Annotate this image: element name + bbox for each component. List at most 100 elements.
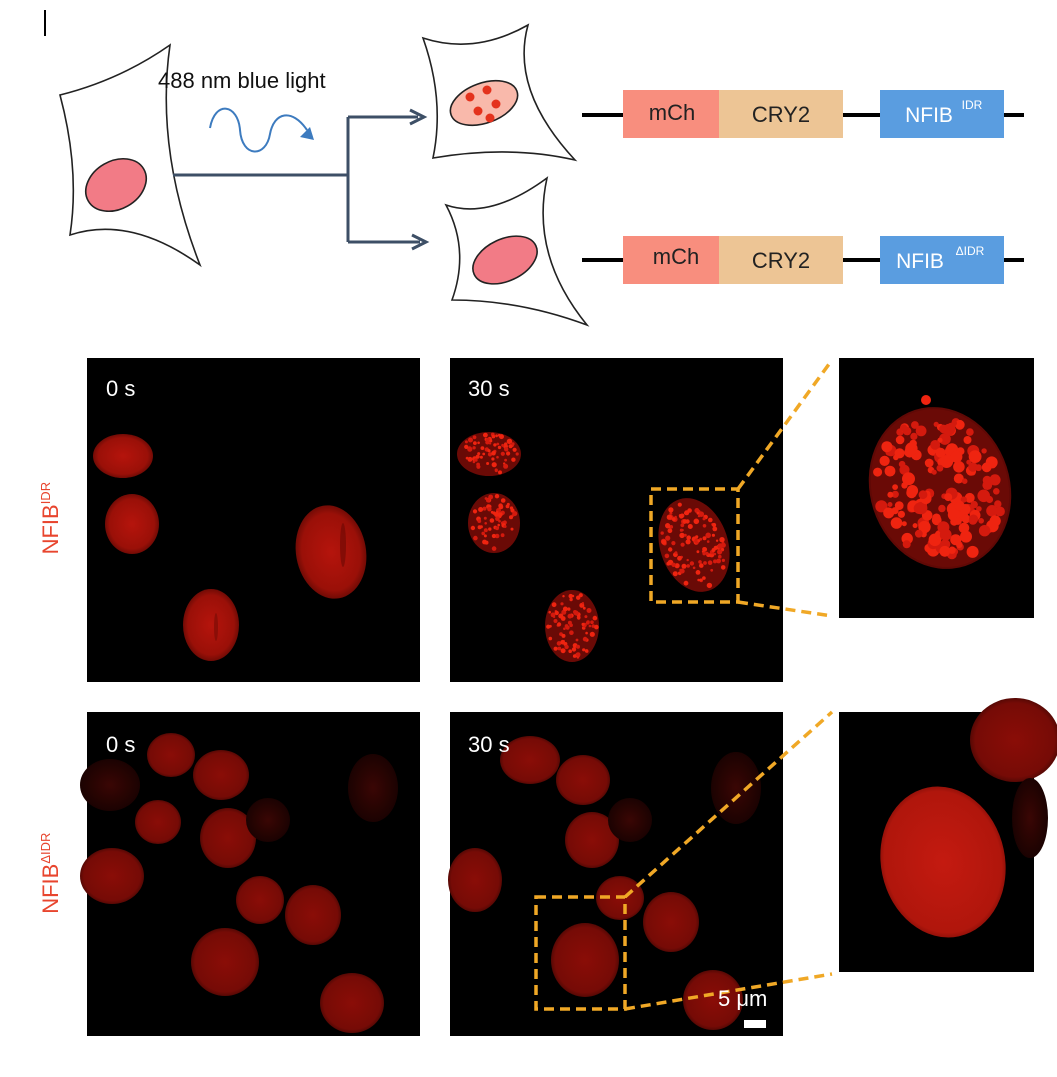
condensate-punctum	[914, 529, 923, 538]
condensate-punctum	[548, 636, 553, 641]
condensate-punctum	[500, 533, 505, 538]
condensate-punctum	[953, 461, 965, 473]
condensate-punctum	[702, 551, 706, 556]
condensate-punctum	[500, 451, 505, 456]
condensate-punctum	[495, 434, 498, 438]
condensate-punctum	[575, 638, 579, 642]
condensate-punctum	[495, 510, 499, 514]
condensate-punctum	[490, 510, 494, 514]
condensate-punctum	[687, 524, 693, 529]
zoom-indicator-row1	[649, 358, 834, 618]
condensate-punctum	[970, 500, 978, 509]
condensate-punctum	[674, 563, 680, 569]
condensate-punctum	[950, 534, 962, 546]
condensate-punctum	[569, 597, 573, 602]
condensate-punctum	[897, 510, 906, 518]
condensate-punctum	[989, 474, 1001, 486]
condensate-punctum	[684, 510, 690, 516]
condensate-punctum	[569, 623, 573, 627]
condensate-punctum	[496, 455, 499, 459]
condensate-punctum	[482, 452, 486, 456]
condensate-punctum	[669, 525, 674, 529]
condensate-punctum	[916, 425, 923, 433]
condensate-punctum	[482, 539, 487, 545]
condensate-punctum	[718, 554, 722, 559]
condensate-punctum	[483, 534, 487, 538]
condensate-punctum	[672, 571, 678, 577]
condensate-punctum	[491, 533, 496, 539]
condensate-punctum	[468, 437, 473, 443]
condensate-punctum	[477, 441, 480, 445]
condensate-punctum	[713, 552, 717, 556]
condensate-punctum	[968, 450, 982, 463]
condensate-punctum	[884, 465, 896, 477]
condensate-punctum	[586, 620, 590, 624]
cry2-segment	[719, 236, 843, 284]
condensate-punctum	[510, 527, 514, 531]
condensate-punctum	[685, 539, 691, 545]
micrograph-idr-0s	[87, 358, 420, 682]
condensate-punctum	[498, 519, 501, 523]
condensate-punctum	[677, 502, 682, 507]
condensate-punctum	[936, 464, 944, 472]
condensate-punctum	[500, 498, 506, 503]
condensate-punctum	[479, 455, 483, 459]
condensate-punctum	[939, 433, 951, 445]
condensate-punctum	[568, 593, 573, 599]
condensate-punctum	[964, 492, 975, 503]
condensate-punctum	[473, 441, 477, 445]
condensate-punctum	[950, 450, 963, 463]
condensate-punctum	[702, 517, 706, 521]
condensate-punctum	[506, 438, 512, 444]
condensate-punctum	[680, 523, 685, 528]
condensate-punctum	[567, 613, 573, 619]
condensate-punctum	[930, 440, 941, 450]
condensate-punctum	[585, 631, 588, 635]
condensate-punctum	[702, 536, 707, 541]
condensate-punctum	[477, 519, 482, 523]
condensate-punctum	[497, 512, 503, 517]
condensate-punctum	[706, 540, 710, 543]
zoom-indicator-row2	[534, 710, 834, 1011]
condensate-punctum	[671, 541, 676, 546]
time-label-row1-0s: 0 s	[106, 376, 136, 401]
condensate-punctum	[512, 511, 518, 517]
condensate-punctum	[705, 532, 711, 539]
condensate-punctum	[975, 464, 982, 472]
condensate-punctum	[511, 457, 516, 462]
condensate-punctum	[485, 440, 490, 445]
condensate-punctum	[681, 528, 684, 532]
condensate-punctum	[511, 442, 515, 446]
condensate-punctum	[477, 525, 482, 530]
condensate-punctum	[489, 439, 493, 443]
light-arrowhead-icon	[300, 127, 314, 140]
condensate-punctum	[483, 432, 488, 438]
condensate-punctum	[557, 622, 562, 627]
condensate-punctum	[901, 521, 907, 527]
row-label-delta-idr: NFIBΔIDR	[37, 832, 64, 914]
condensate-punctum	[677, 555, 682, 561]
condensate-punctum	[464, 440, 468, 444]
condensate-punctum	[554, 610, 559, 616]
time-label-row2-30s: 30 s	[468, 732, 510, 757]
condensate-punctum	[472, 446, 476, 450]
condensate-punctum	[895, 435, 905, 445]
condensate-punctum	[702, 547, 706, 551]
condensate-punctum	[467, 456, 473, 462]
condensate-punctum	[571, 594, 575, 598]
condensate-punctum	[887, 491, 894, 498]
condensate-punctum	[582, 636, 588, 642]
condensate-punctum	[666, 514, 673, 520]
condensate-punctum	[484, 522, 488, 525]
condensate-punctum	[697, 578, 700, 582]
condensate-punctum	[986, 505, 998, 517]
condensate-punctum	[491, 457, 495, 461]
condensate-punctum	[488, 494, 494, 500]
condensate-punctum	[686, 558, 689, 562]
branching-arrow	[173, 108, 430, 251]
nfib-label: NFIB	[896, 250, 944, 273]
condensate-punctum	[476, 462, 480, 467]
condensate-punctum	[899, 464, 910, 475]
condensate-punctum	[939, 528, 952, 541]
condensate-punctum	[667, 525, 671, 529]
